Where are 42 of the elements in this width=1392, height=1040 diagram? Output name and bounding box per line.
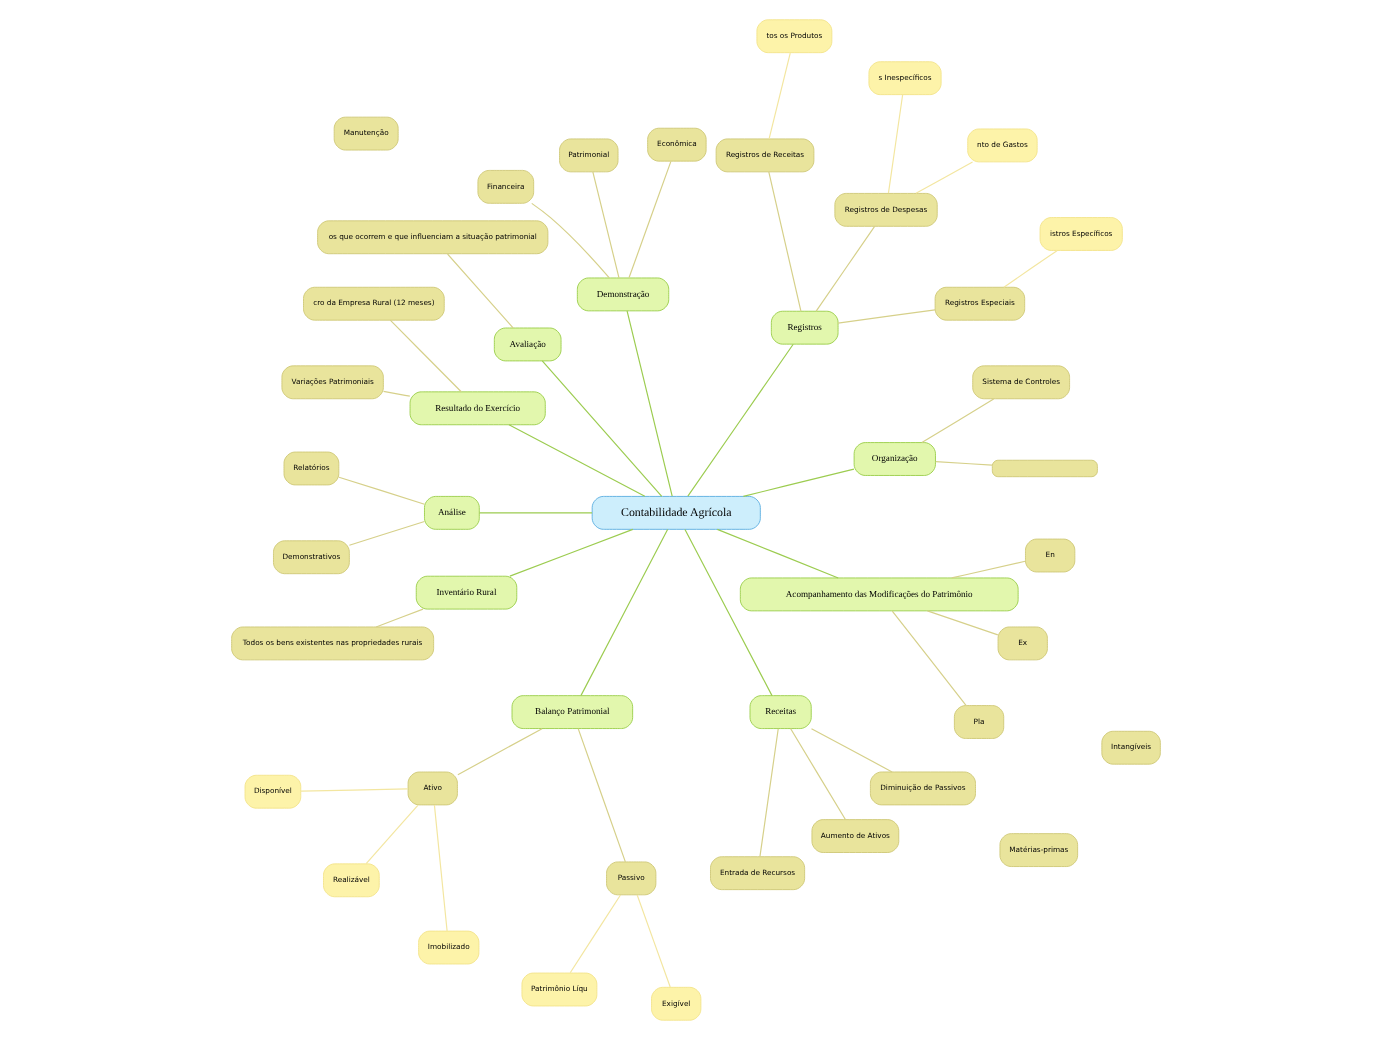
connector — [338, 476, 426, 505]
connector — [446, 253, 514, 329]
connector — [687, 343, 794, 497]
node-box — [991, 459, 1098, 478]
connector — [837, 309, 936, 324]
connector — [789, 727, 846, 821]
connector — [887, 94, 904, 194]
connector — [742, 468, 855, 497]
connector — [508, 424, 646, 497]
connector — [935, 461, 993, 466]
connector — [531, 202, 610, 279]
connector — [1003, 250, 1058, 288]
connector — [580, 528, 669, 697]
connector — [389, 319, 462, 393]
connector — [768, 52, 791, 140]
connector — [815, 225, 876, 312]
connector — [636, 894, 671, 988]
connector — [759, 728, 779, 858]
connector — [768, 171, 802, 312]
connector — [592, 171, 620, 279]
connector — [457, 728, 543, 776]
connector — [433, 804, 448, 932]
connector — [509, 528, 634, 577]
connector — [541, 360, 663, 497]
connector — [628, 160, 672, 279]
connector — [915, 161, 974, 194]
connector — [382, 390, 411, 397]
connector — [348, 520, 426, 546]
connector — [375, 608, 424, 628]
connector — [577, 728, 626, 863]
connector — [810, 728, 893, 773]
connector — [921, 398, 995, 444]
connector — [300, 788, 409, 792]
connector — [891, 610, 967, 706]
connector — [569, 894, 622, 974]
connector — [716, 528, 839, 579]
connector — [478, 512, 593, 514]
connector — [365, 804, 419, 865]
connector — [926, 610, 999, 636]
connector — [684, 528, 773, 697]
connector — [951, 560, 1026, 579]
connector — [626, 310, 673, 497]
